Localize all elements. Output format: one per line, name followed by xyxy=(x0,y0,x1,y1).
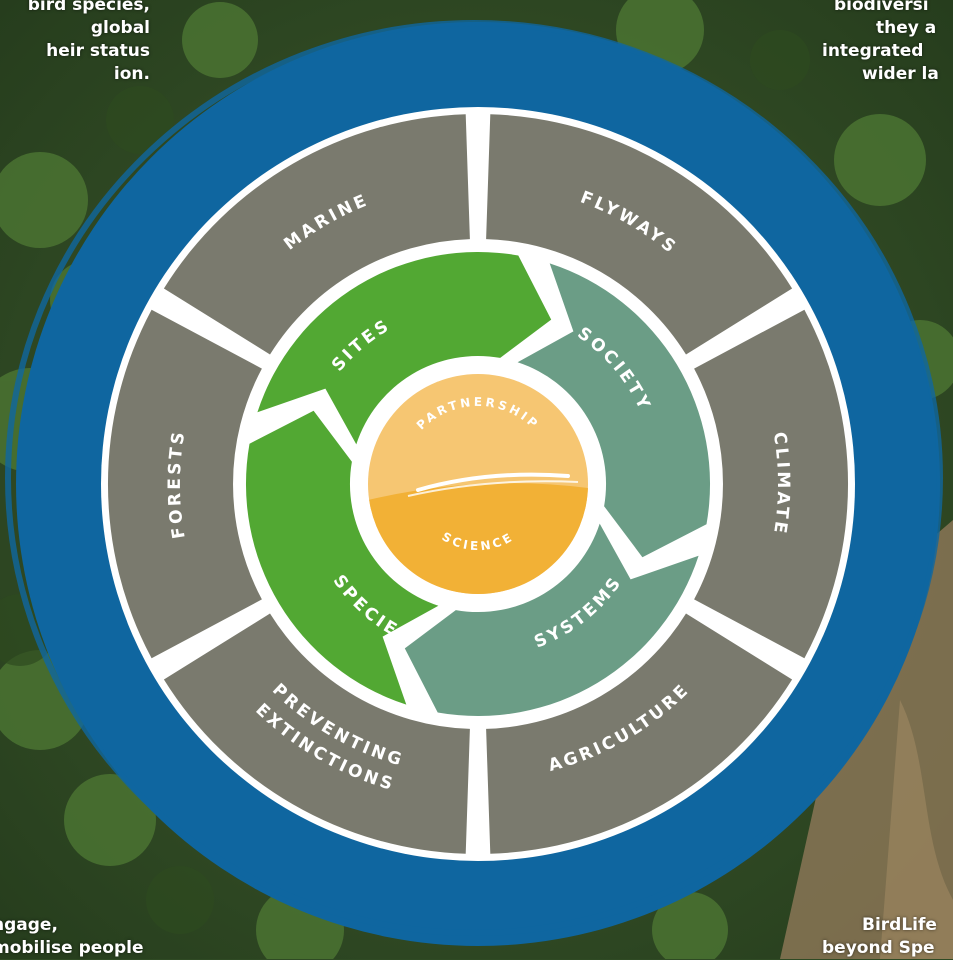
segment-preventing-extinctions xyxy=(163,613,470,854)
corner-text-bottom-right: BirdLife beyond Spe xyxy=(822,914,953,960)
corner-text-line: ion. xyxy=(113,64,150,84)
corner-text-line: heir status xyxy=(46,41,150,61)
segment-agriculture xyxy=(486,613,793,854)
segment-flyways xyxy=(486,114,793,355)
corner-text-line: integrated xyxy=(822,41,924,61)
label-climate: CLIMATE xyxy=(769,431,793,538)
corner-text-line: biodiversi xyxy=(834,0,929,15)
core-science xyxy=(368,483,588,594)
corner-text-line: wider la xyxy=(862,64,939,84)
corner-text-line: BirdLife xyxy=(862,915,937,935)
corner-text-line: ngage, xyxy=(0,915,58,935)
arrow-society xyxy=(517,263,711,558)
corner-text-top-left: bird species, global heir status ion. xyxy=(0,0,150,86)
corner-text-line: global xyxy=(90,18,150,38)
segment-forests xyxy=(107,309,262,659)
arrow-sites xyxy=(257,251,552,445)
corner-text-line: mobilise people xyxy=(0,938,144,958)
arrow-systems xyxy=(404,523,699,717)
corner-text-top-right: biodiversi they a integrated wider la xyxy=(822,0,953,86)
segment-marine xyxy=(163,114,470,355)
label-forests: FORESTS xyxy=(165,428,190,540)
brush-edge xyxy=(5,20,943,936)
corner-text-line: beyond Spe xyxy=(822,938,935,958)
horizon-swoosh-line xyxy=(407,480,579,497)
corner-text-line: they a xyxy=(876,18,937,38)
horizon-swoosh-icon xyxy=(416,472,570,492)
corner-text-bottom-left: ngage, mobilise people xyxy=(0,914,212,960)
segment-climate xyxy=(694,309,849,659)
corner-text-line: bird species, xyxy=(27,0,150,15)
arrow-species xyxy=(245,410,439,705)
